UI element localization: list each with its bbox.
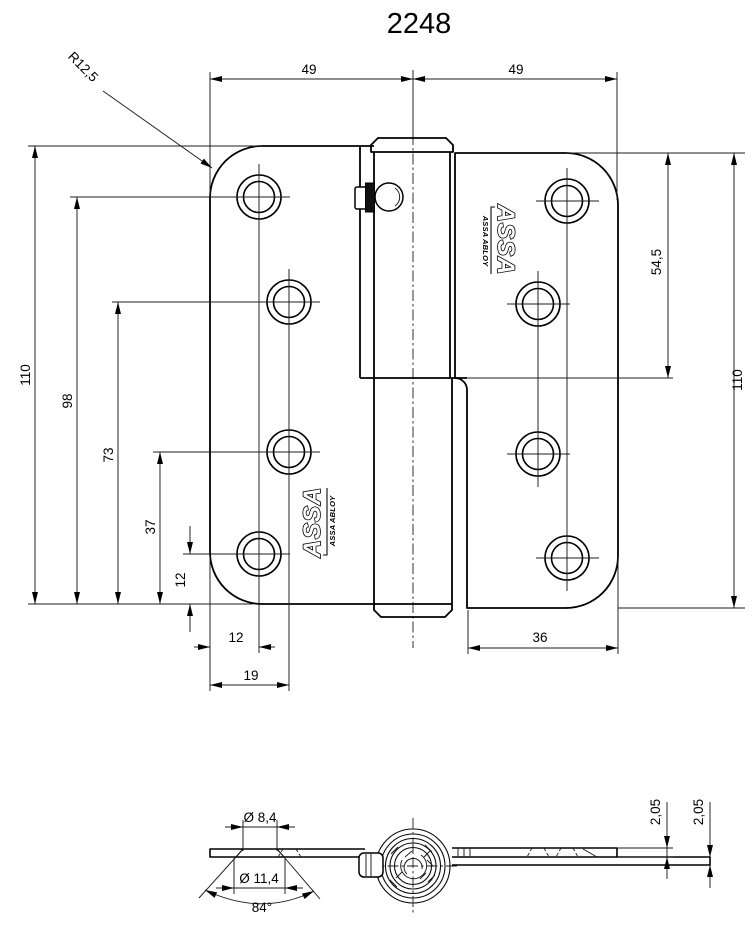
extensions-bottom [198, 820, 673, 900]
dim-countersink-diameter: Ø 11,4 [239, 871, 279, 886]
hidden-countersink-marks-right [526, 847, 579, 858]
dimension-lines-bottom [204, 802, 713, 905]
dim-36: 36 [532, 630, 547, 645]
dim-corner-radius: R12,5 [65, 49, 101, 85]
assa-logo-text: ASSA [299, 487, 326, 559]
dim-110-right: 110 [730, 369, 745, 391]
section-hatching [389, 844, 436, 888]
dimension-lines-front [32, 76, 737, 688]
front-view: ASSA ASSA ABLOY ASSA ASSA ABLOY 2248 49 … [18, 8, 745, 691]
dim-49-left: 49 [301, 62, 316, 77]
countersink-right-side [276, 848, 285, 858]
right-leaf-section-upper [452, 847, 618, 858]
grease-nipple-bottom [358, 852, 384, 878]
assa-abloy-text: ASSA ABLOY [481, 215, 490, 267]
assa-logo-bracket [323, 488, 328, 556]
dim-12-vertical: 12 [173, 572, 188, 587]
assa-logo-left: ASSA ASSA ABLOY [298, 486, 337, 559]
drawing-title: 2248 [387, 8, 452, 40]
dim-98: 98 [60, 393, 75, 408]
barrel-bottom-cap [373, 603, 453, 618]
dim-thickness-1: 2,05 [648, 799, 663, 825]
assa-logo-right: ASSA ASSA ABLOY [481, 203, 520, 276]
assa-abloy-text: ASSA ABLOY [328, 495, 337, 547]
bottom-view: Ø 8,4 Ø 11,4 84° 2,05 2,05 [198, 799, 713, 915]
right-leaf-section-lower [452, 856, 711, 866]
hidden-countersink-marks-left [277, 848, 302, 858]
dim-37: 37 [143, 519, 158, 534]
knuckle-joint-ticks [457, 848, 471, 857]
dim-110-left: 110 [18, 364, 33, 386]
screw-holes-right [515, 178, 590, 581]
barrel-top-cap [370, 137, 454, 153]
countersink-left-side [235, 848, 244, 858]
barrel-section [358, 818, 460, 914]
assa-logo-text: ASSA [492, 204, 519, 276]
dim-54-5: 54,5 [649, 249, 664, 275]
dim-12-horizontal: 12 [228, 630, 243, 645]
hinge-barrel [360, 137, 467, 618]
grease-nipple-front [354, 182, 404, 213]
left-leaf-section [209, 848, 365, 858]
dim-49-right: 49 [508, 62, 523, 77]
assa-logo-bracket [490, 206, 495, 274]
dim-thickness-2: 2,05 [691, 799, 706, 825]
centerlines-and-extensions [28, 72, 745, 691]
dim-countersink-angle: 84° [252, 900, 272, 915]
right-leaf [454, 152, 619, 609]
dim-hole-diameter: Ø 8,4 [243, 810, 277, 825]
radius-leader-line [102, 90, 213, 169]
dim-19: 19 [243, 668, 258, 683]
left-leaf [209, 145, 374, 605]
dim-73: 73 [101, 447, 116, 462]
angle-arc [204, 889, 315, 905]
